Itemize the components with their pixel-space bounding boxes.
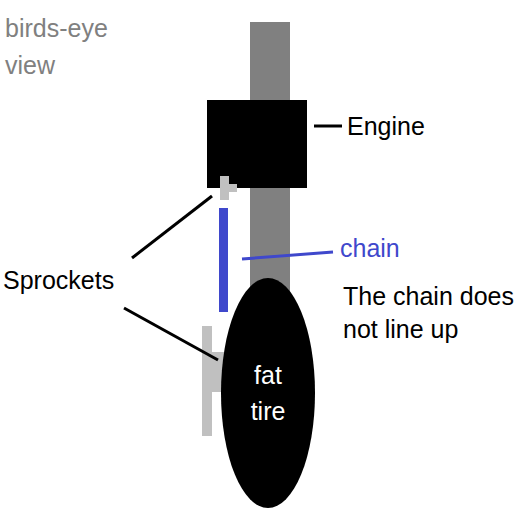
chain [219, 208, 228, 312]
tire-ellipse: fat tire [221, 278, 315, 508]
ellipse-outline [221, 278, 315, 508]
sprocket-leader [124, 308, 218, 360]
sprocket-leader [132, 196, 212, 258]
view-title: birds-eye view [5, 10, 115, 84]
tire-shape [221, 278, 315, 508]
chain-leader [242, 252, 333, 259]
engine-leader [314, 125, 342, 128]
tire-label: fat tire [242, 357, 294, 429]
engine-sprocket-hub [229, 184, 237, 192]
part-label: Sprockets [3, 264, 153, 297]
part-label: Engine [347, 110, 487, 143]
part-label: chain [340, 232, 480, 265]
engine-block [207, 100, 307, 188]
engine-sprocket [220, 176, 229, 200]
wheel-sprocket [202, 326, 212, 436]
note: The chain does not line up [343, 280, 525, 346]
